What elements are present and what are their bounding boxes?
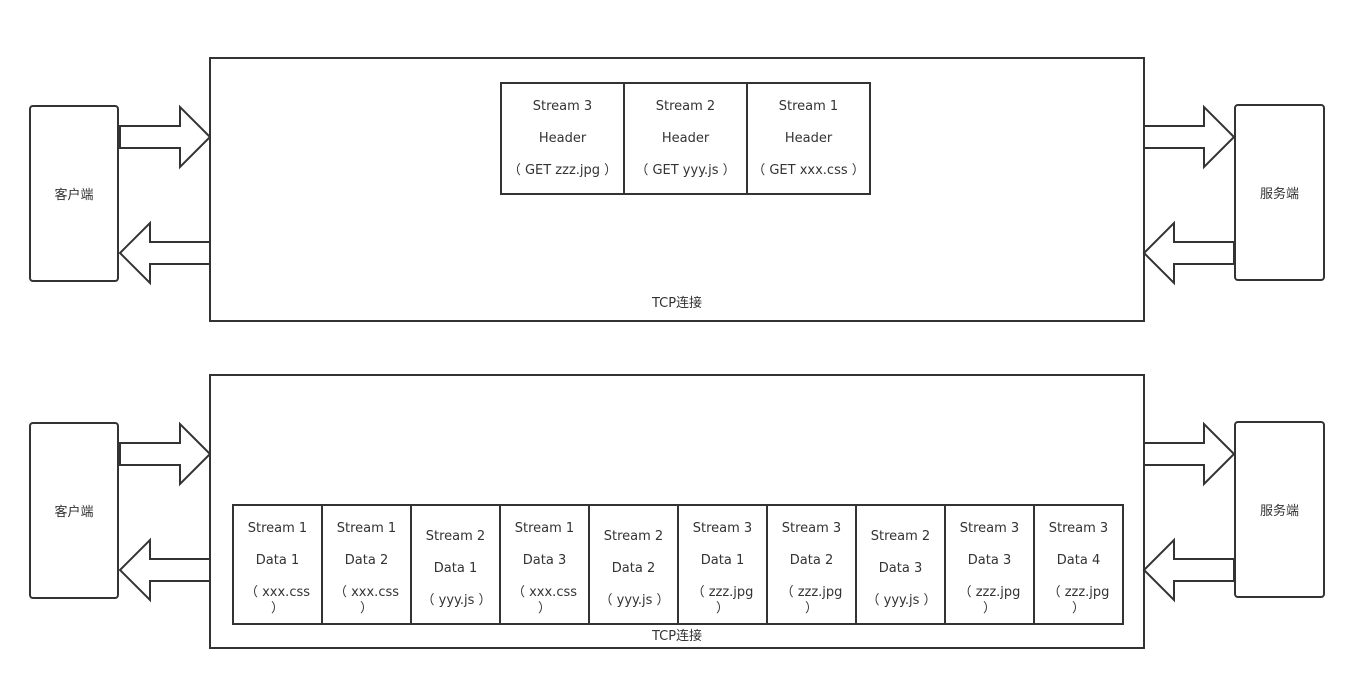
frame-detail: （ zzz.jpg ） (691, 584, 754, 616)
frame-detail: （ zzz.jpg ） (958, 584, 1021, 616)
frame-cell: Stream 2 Data 3 （ yyy.js ） (855, 504, 946, 625)
frame-cell: Stream 1 Data 1 （ xxx.css ） (232, 504, 323, 625)
frame-cell: Stream 3 Data 4 （ zzz.jpg ） (1033, 504, 1124, 625)
frame-cell: Stream 2 Data 2 （ yyy.js ） (588, 504, 679, 625)
frame-detail: （ xxx.css ） (511, 584, 578, 616)
frame-type: Data 3 (878, 560, 923, 576)
frame-stream: Stream 3 (692, 520, 753, 536)
frame-detail: （ zzz.jpg ） (1047, 584, 1110, 616)
frame-detail: （ GET zzz.jpg ） (507, 162, 618, 178)
frame-cell: Stream 1 Data 3 （ xxx.css ） (499, 504, 590, 625)
client-box: 客户端 (29, 105, 119, 282)
tcp-connection-box: Stream 1 Data 1 （ xxx.css ） Stream 1 Data 2 （… (209, 374, 1145, 649)
frame-stream: Stream 3 (781, 520, 842, 536)
frame-stream: Stream 1 (514, 520, 575, 536)
left-arrow-icon (1142, 537, 1235, 603)
server-label: 服务端 (1259, 504, 1299, 519)
frame-detail: （ yyy.js ） (421, 592, 492, 608)
frame-type: Data 1 (700, 552, 745, 568)
frame-stream: Stream 1 (336, 520, 397, 536)
frame-cell: Stream 3 Data 2 （ zzz.jpg ） (766, 504, 857, 625)
client-label: 客户端 (54, 505, 94, 520)
frame-detail: （ yyy.js ） (599, 592, 670, 608)
server-box: 服务端 (1234, 421, 1325, 598)
right-arrow-icon (119, 421, 212, 487)
frame-type: Data 2 (789, 552, 834, 568)
tcp-label: TCP连接 (651, 296, 703, 311)
frame-cell: Stream 3 Data 3 （ zzz.jpg ） (944, 504, 1035, 625)
frame-stream: Stream 3 (532, 98, 593, 114)
frame-detail: （ GET yyy.js ） (635, 162, 736, 178)
client-label: 客户端 (54, 188, 94, 203)
frame-cell: Stream 2 Header （ GET yyy.js ） (623, 82, 748, 195)
frame-cell: Stream 2 Data 1 （ yyy.js ） (410, 504, 501, 625)
frame-type: Data 2 (611, 560, 656, 576)
frame-detail: （ xxx.css ） (244, 584, 311, 616)
frame-type: Header (784, 130, 833, 146)
frame-stream: Stream 1 (247, 520, 308, 536)
frame-stream: Stream 2 (870, 528, 931, 544)
frame-type: Data 1 (433, 560, 478, 576)
data-frames: Stream 1 Data 1 （ xxx.css ） Stream 1 Data 2 （… (232, 504, 1124, 625)
frame-cell: Stream 3 Header （ GET zzz.jpg ） (500, 82, 625, 195)
tcp-label: TCP连接 (651, 629, 703, 644)
frame-detail: （ xxx.css ） (333, 584, 400, 616)
frame-cell: Stream 1 Header （ GET xxx.css ） (746, 82, 871, 195)
frame-stream: Stream 3 (1048, 520, 1109, 536)
right-arrow-icon (1143, 104, 1236, 170)
frame-type: Data 4 (1056, 552, 1101, 568)
frame-type: Data 3 (522, 552, 567, 568)
frame-stream: Stream 2 (425, 528, 486, 544)
right-arrow-icon (1143, 421, 1236, 487)
left-arrow-icon (118, 537, 211, 603)
bottom-diagram: 客户端 Stream 1 Data 1 （ xxx.css ） Stream 1 Dat… (0, 317, 1357, 657)
frame-type: Header (661, 130, 710, 146)
frame-stream: Stream 1 (778, 98, 839, 114)
right-arrow-icon (119, 104, 212, 170)
frame-type: Data 3 (967, 552, 1012, 568)
frame-detail: （ yyy.js ） (866, 592, 937, 608)
server-box: 服务端 (1234, 104, 1325, 281)
frame-stream: Stream 2 (655, 98, 716, 114)
left-arrow-icon (118, 220, 211, 286)
frame-cell: Stream 3 Data 1 （ zzz.jpg ） (677, 504, 768, 625)
frame-type: Data 2 (344, 552, 389, 568)
frame-detail: （ zzz.jpg ） (780, 584, 843, 616)
frame-type: Header (538, 130, 587, 146)
frame-detail: （ GET xxx.css ） (752, 162, 865, 178)
frame-type: Data 1 (255, 552, 300, 568)
left-arrow-icon (1142, 220, 1235, 286)
frame-cell: Stream 1 Data 2 （ xxx.css ） (321, 504, 412, 625)
server-label: 服务端 (1259, 187, 1299, 202)
frame-stream: Stream 2 (603, 528, 664, 544)
frame-stream: Stream 3 (959, 520, 1020, 536)
tcp-connection-box: Stream 3 Header （ GET zzz.jpg ） Stream 2 Hea… (209, 57, 1145, 322)
header-frames: Stream 3 Header （ GET zzz.jpg ） Stream 2 Hea… (500, 82, 871, 195)
client-box: 客户端 (29, 422, 119, 599)
